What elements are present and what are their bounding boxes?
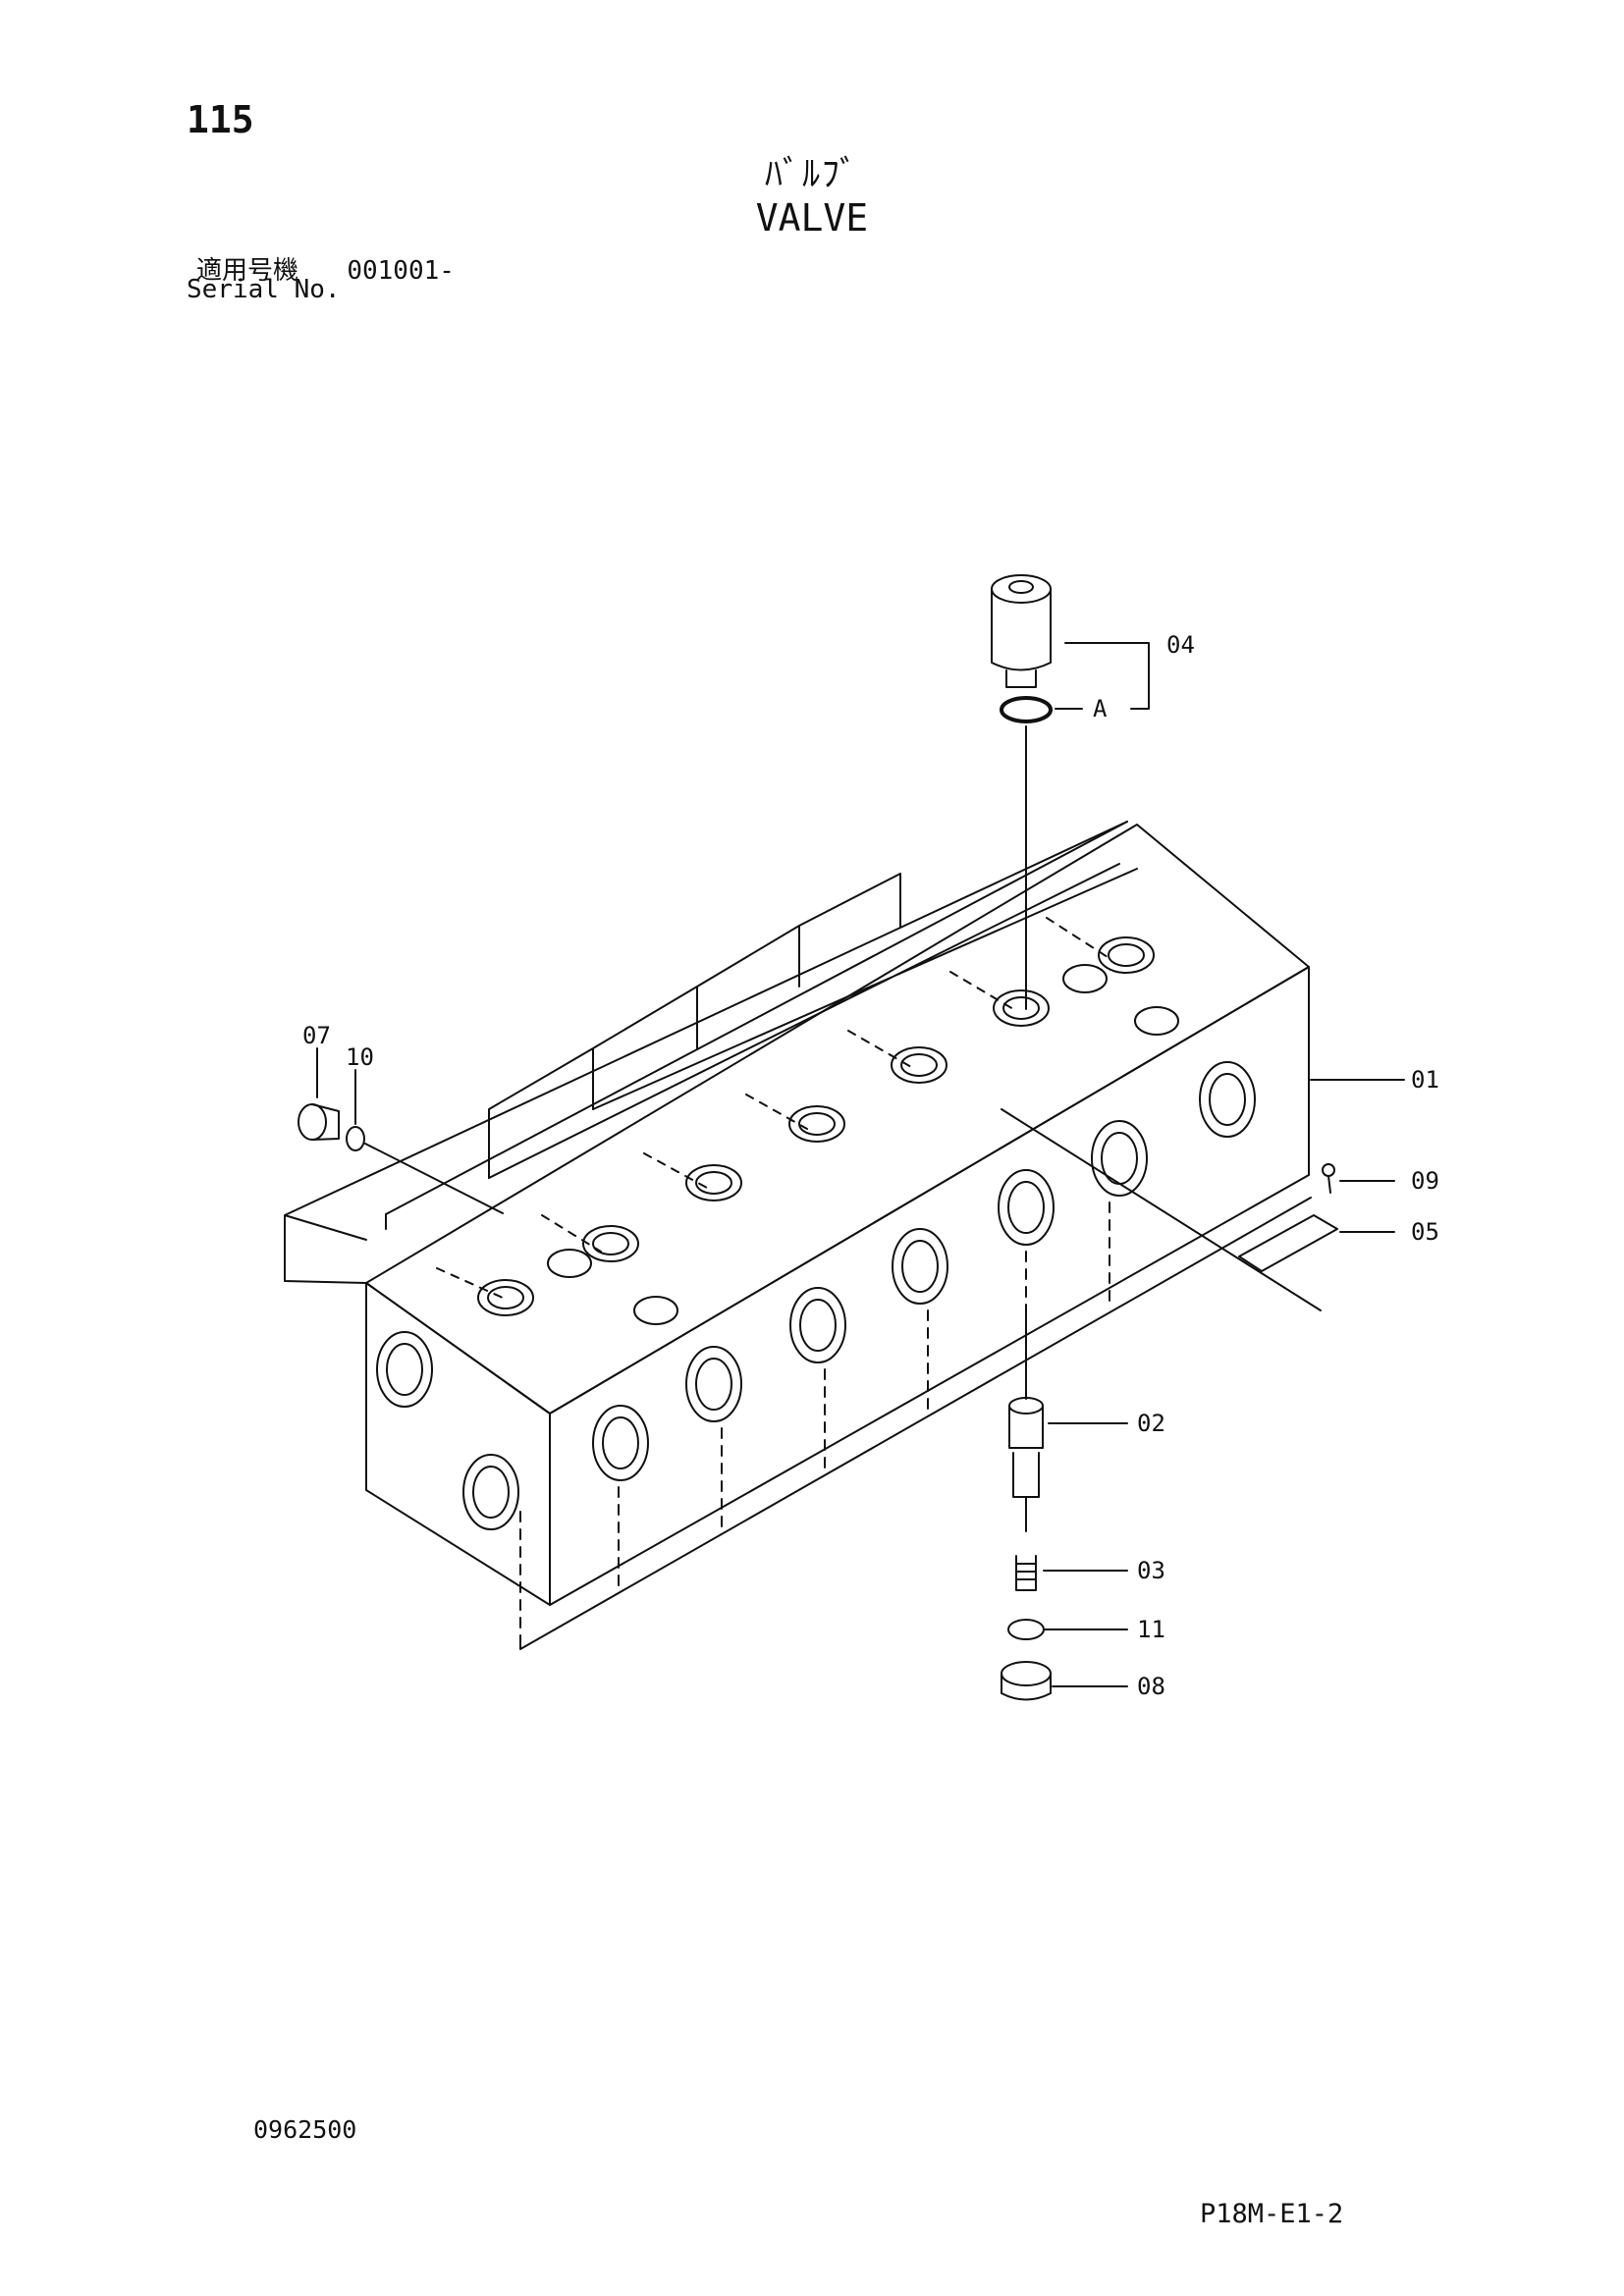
serial-line-japanese: 適用号機 001001- bbox=[196, 250, 455, 287]
title-japanese: ﾊﾞﾙﾌﾞ bbox=[765, 154, 859, 194]
callout-A: A bbox=[1093, 695, 1108, 722]
ring-10 bbox=[346, 1126, 365, 1151]
callout-07: 07 bbox=[302, 1022, 331, 1049]
callout-10: 10 bbox=[346, 1043, 374, 1071]
lower-stack bbox=[1001, 1305, 1052, 1701]
callout-11: 11 bbox=[1137, 1616, 1165, 1643]
callout-02: 02 bbox=[1137, 1410, 1165, 1437]
callout-09: 09 bbox=[1411, 1167, 1439, 1195]
bracket-dividers bbox=[385, 873, 901, 1230]
bottom-bracket bbox=[519, 1197, 1312, 1650]
callout-05: 05 bbox=[1411, 1218, 1439, 1246]
document-code: 0962500 bbox=[253, 2115, 357, 2144]
callout-labels: 04 A 07 10 01 09 05 02 03 11 08 bbox=[302, 631, 1439, 1700]
page-number: 115 bbox=[187, 98, 254, 141]
part-09-05 bbox=[1001, 1108, 1338, 1311]
serial-value: 001001- bbox=[347, 256, 455, 286]
callout-04: 04 bbox=[1166, 631, 1195, 659]
block-top-face bbox=[365, 824, 1310, 1415]
callout-01: 01 bbox=[1411, 1066, 1439, 1094]
part-04-fitting bbox=[991, 574, 1053, 1010]
o-ring-a bbox=[1000, 696, 1053, 723]
bracket-plate bbox=[284, 821, 1128, 1284]
title-english: VALVE bbox=[755, 196, 869, 240]
part-07-plug bbox=[298, 1103, 504, 1214]
callout-08: 08 bbox=[1137, 1673, 1165, 1700]
serial-label-english: Serial No. bbox=[187, 275, 341, 304]
serial-label-japanese: 適用号機 bbox=[196, 256, 299, 286]
leader-lines bbox=[316, 642, 1405, 1687]
valve-block bbox=[284, 821, 1312, 1650]
top-ports bbox=[477, 936, 1179, 1325]
side-ports bbox=[376, 1061, 1256, 1530]
figure-code: P18M-E1-2 bbox=[1200, 2199, 1344, 2229]
block-side-face bbox=[549, 966, 1310, 1606]
callout-03: 03 bbox=[1137, 1557, 1165, 1584]
frame-lines bbox=[385, 821, 1138, 1215]
front-dashed-lines bbox=[519, 1201, 1110, 1640]
block-front-face bbox=[365, 1282, 551, 1606]
top-dashed-lines bbox=[436, 917, 1109, 1299]
